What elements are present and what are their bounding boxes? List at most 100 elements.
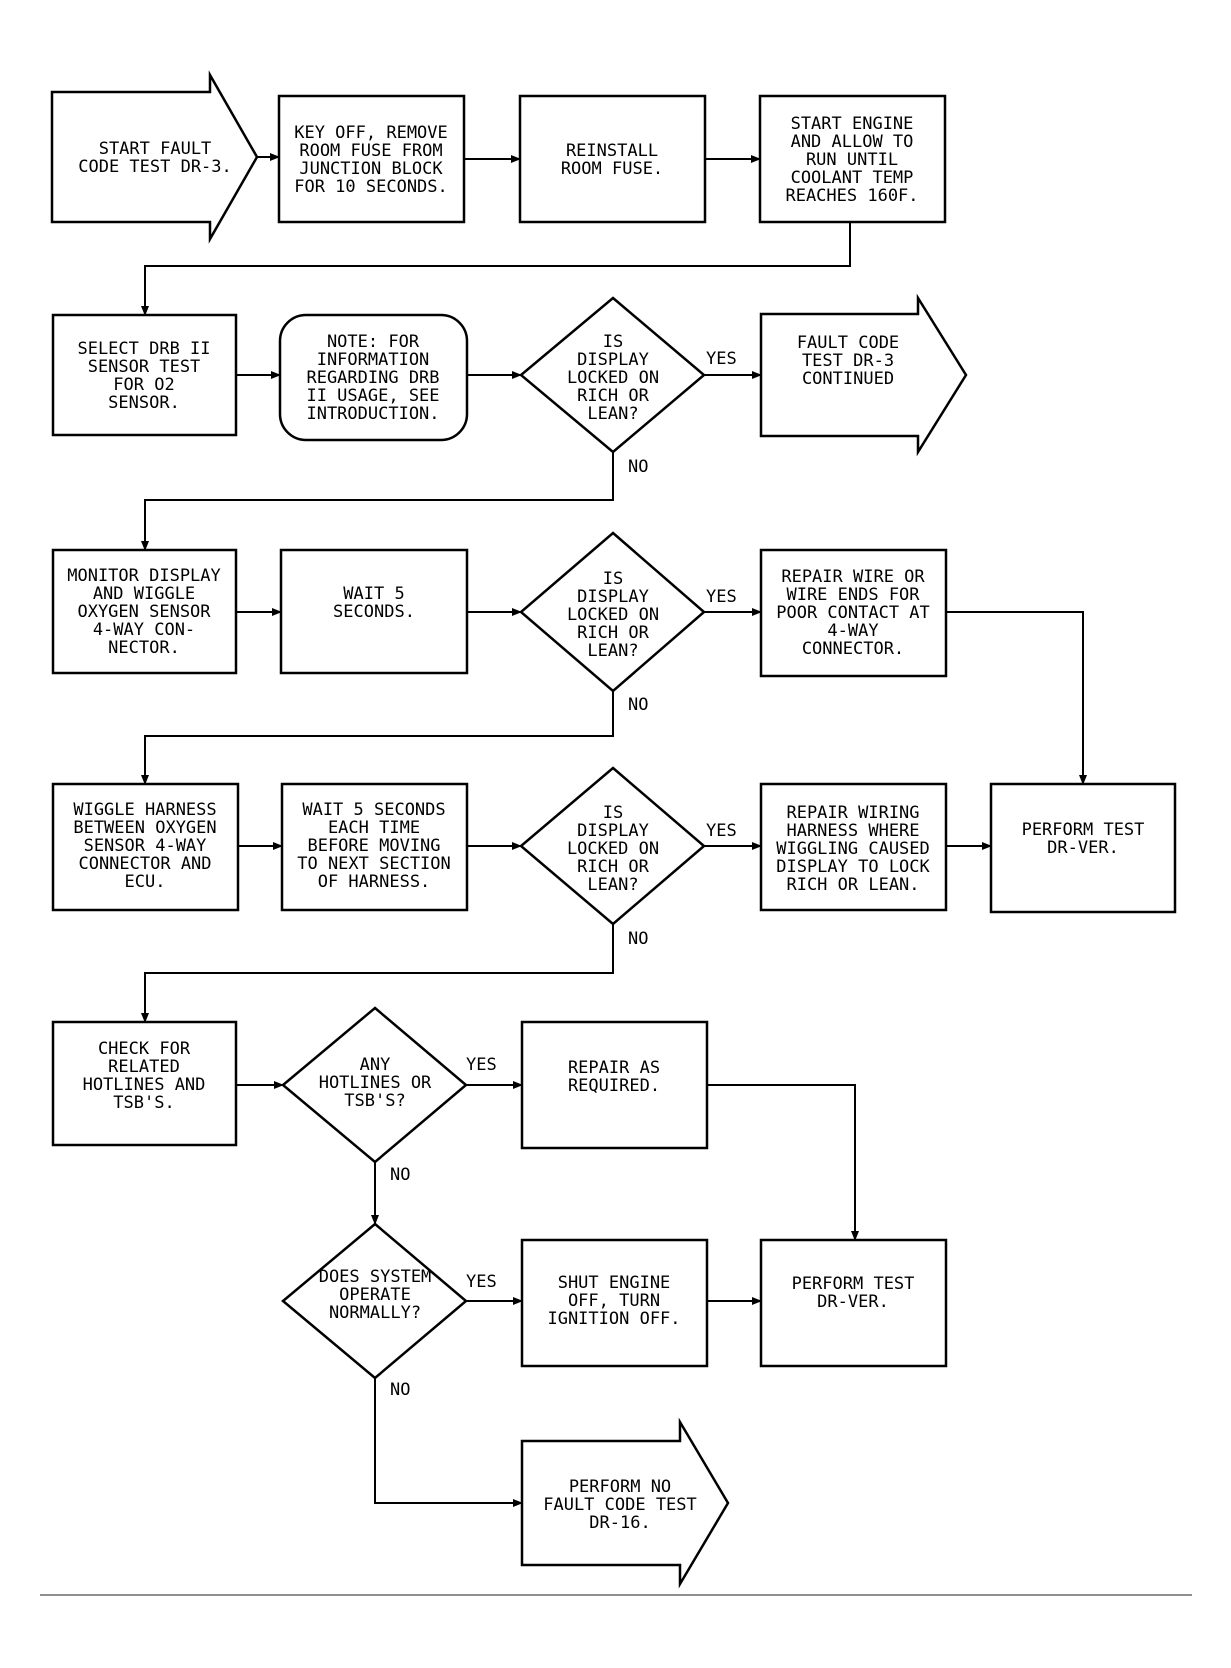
- node-text-line: START ENGINE: [791, 114, 914, 134]
- node-text-line: REACHES 160F.: [785, 186, 918, 206]
- node-text-line: START FAULT: [99, 139, 212, 159]
- node-text-line: WAIT 5 SECONDS: [302, 800, 445, 820]
- node-text-line: NORMALLY?: [329, 1303, 421, 1323]
- node-text-line: HOTLINES OR: [319, 1073, 432, 1093]
- node-text-line: 4-WAY: [827, 621, 878, 641]
- node-text-line: BETWEEN OXYGEN: [73, 818, 216, 838]
- node-text-line: 4-WAY CON-: [93, 620, 195, 640]
- node-text-line: FAULT CODE: [797, 333, 899, 353]
- node-text-line: PERFORM TEST: [792, 1274, 915, 1294]
- node-text-line: LOCKED ON: [567, 605, 659, 625]
- yes-label-1: YES: [706, 349, 737, 369]
- arrow-repair-req-to-perform-ver-2: [707, 1084, 859, 1241]
- arrow-decision-2-no: [141, 691, 614, 785]
- node-text-line: CONTINUED: [802, 369, 894, 389]
- node-text-line: SENSOR TEST: [88, 357, 201, 377]
- node-text-line: IS: [603, 803, 623, 823]
- no-label-5: NO: [390, 1380, 410, 1400]
- node-text-line: ROOM FUSE FROM: [299, 141, 442, 161]
- node-text-line: INTRODUCTION.: [306, 404, 439, 424]
- monitor-node: [51, 548, 238, 675]
- node-text-line: OPERATE: [339, 1285, 411, 1305]
- node-text-line: FAULT CODE TEST: [543, 1495, 697, 1515]
- node-text-line: LOCKED ON: [567, 368, 659, 388]
- node-text-line: RICH OR LEAN.: [786, 875, 919, 895]
- node-text-line: IGNITION OFF.: [547, 1309, 680, 1329]
- node-text-line: FOR O2: [113, 375, 174, 395]
- no-label-4: NO: [390, 1165, 410, 1185]
- node-text-line: CHECK FOR: [98, 1039, 191, 1059]
- node-text-line: ANY: [360, 1055, 391, 1075]
- node-text-line: BEFORE MOVING: [307, 836, 440, 856]
- node-text-line: SECONDS.: [333, 602, 415, 622]
- continued-node: [759, 293, 968, 457]
- node-text-line: NECTOR.: [108, 638, 180, 658]
- arrow-decision-5-no: [374, 1378, 523, 1507]
- node-text-line: DISPLAY: [577, 821, 649, 841]
- no-label-2: NO: [628, 695, 648, 715]
- shut-node: [520, 1238, 709, 1368]
- perform-no-node: [520, 1417, 730, 1589]
- node-text-line: WIGGLE HARNESS: [73, 800, 216, 820]
- select-drb-node: [51, 313, 238, 437]
- node-text-line: LEAN?: [587, 875, 638, 895]
- node-text-line: DISPLAY TO LOCK: [776, 857, 930, 877]
- yes-label-2: YES: [706, 587, 737, 607]
- node-text-line: OF HARNESS.: [318, 872, 431, 892]
- node-text-line: TSB'S?: [344, 1091, 405, 1111]
- node-text-line: ECU.: [125, 872, 166, 892]
- node-text-line: JUNCTION BLOCK: [299, 159, 443, 179]
- node-text-line: OXYGEN SENSOR: [77, 602, 211, 622]
- node-text-line: FOR 10 SECONDS.: [294, 177, 448, 197]
- repair-harness-node: [759, 782, 948, 912]
- perform-ver-2-node: [759, 1238, 948, 1368]
- repair-wire-node: [759, 548, 948, 678]
- node-text-line: PERFORM NO: [569, 1477, 671, 1497]
- node-text-line: RELATED: [108, 1057, 180, 1077]
- node-text-line: RICH OR: [577, 623, 649, 643]
- node-text-line: CONNECTOR AND: [78, 854, 211, 874]
- node-text-line: POOR CONTACT AT: [776, 603, 930, 623]
- arrow-start-engine-to-select-drb: [141, 222, 851, 316]
- node-text-line: CONNECTOR.: [802, 639, 904, 659]
- arrow-repair-wire-to-perform-ver-1: [946, 611, 1087, 785]
- node-text-line: REPAIR WIRE OR: [781, 567, 925, 587]
- node-text-line: LEAN?: [587, 641, 638, 661]
- perform-ver-1-node: [989, 782, 1177, 914]
- node-text-line: HOTLINES AND: [83, 1075, 206, 1095]
- node-text-line: IS: [603, 332, 623, 352]
- node-text-line: DR-VER.: [1047, 838, 1119, 858]
- yes-label-5: YES: [466, 1272, 497, 1292]
- node-text-line: WAIT 5: [343, 584, 404, 604]
- node-text-line: WIRE ENDS FOR: [786, 585, 920, 605]
- node-text-line: LEAN?: [587, 404, 638, 424]
- node-text-line: AND WIGGLE: [93, 584, 195, 604]
- node-text-line: EACH TIME: [328, 818, 420, 838]
- no-label-1: NO: [628, 457, 648, 477]
- node-text-line: REINSTALL: [566, 141, 658, 161]
- node-text-line: DOES SYSTEM: [319, 1267, 432, 1287]
- node-text-line: OFF, TURN: [568, 1291, 660, 1311]
- node-text-line: REPAIR AS: [568, 1058, 660, 1078]
- node-text-line: SENSOR 4-WAY: [84, 836, 207, 856]
- node-text-line: REQUIRED.: [568, 1076, 660, 1096]
